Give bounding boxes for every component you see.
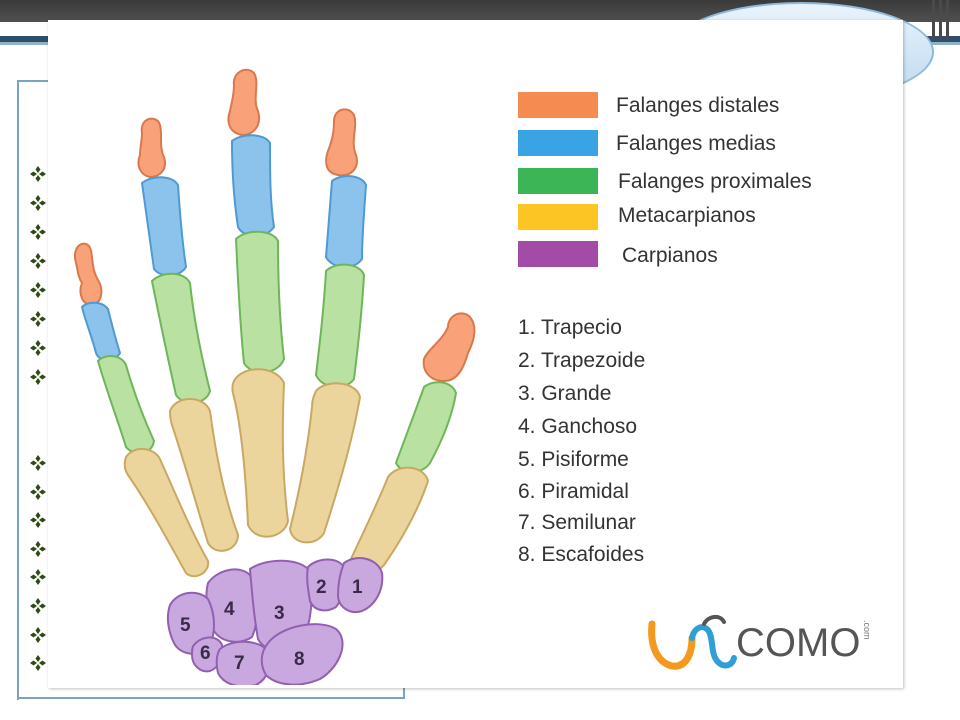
four-diamond-bullet-icon	[30, 627, 46, 643]
bone-proximal	[234, 230, 286, 374]
little-finger	[74, 242, 210, 578]
bone-metacarpal	[348, 466, 430, 574]
carpal-number: 4	[224, 599, 235, 620]
four-diamond-bullet-icon	[30, 541, 46, 557]
carpal-list-item: 4. Ganchoso	[518, 415, 638, 438]
legend-swatch-metacarpal	[518, 204, 598, 230]
four-diamond-bullet-icon	[30, 455, 46, 471]
four-diamond-bullet-icon	[30, 282, 46, 298]
ring-finger	[137, 117, 240, 552]
carpal-bone-lunate	[215, 640, 271, 685]
bone-medial	[230, 134, 276, 237]
bone-proximal	[150, 272, 212, 404]
thumb	[348, 312, 476, 574]
bone-distal	[137, 117, 166, 179]
legend-swatch-carpal	[518, 241, 598, 267]
four-diamond-bullet-icon	[30, 340, 46, 356]
bone-metacarpal	[288, 382, 362, 544]
carpal-number: 3	[274, 603, 285, 624]
bone-medial	[140, 176, 188, 277]
bone-metacarpal	[231, 368, 290, 538]
four-diamond-bullet-icon	[30, 369, 46, 385]
four-diamond-bullet-icon	[30, 484, 46, 500]
bone-medial	[324, 175, 368, 268]
index-finger	[288, 108, 368, 544]
bone-distal	[74, 242, 103, 307]
bone-medial	[80, 301, 122, 362]
carpal-list-item: 8. Escafoides	[518, 543, 645, 566]
four-diamond-bullet-icon	[30, 569, 46, 585]
four-diamond-bullet-icon	[30, 253, 46, 269]
four-diamond-bullet-icon	[30, 311, 46, 327]
hand-bones-diagram: 1 2 3 4 5 6 7 8	[74, 68, 476, 685]
four-diamond-bullet-icon	[30, 655, 46, 671]
carpal-number: 6	[200, 643, 211, 664]
four-diamond-bullet-icon	[30, 512, 46, 528]
four-diamond-bullet-icon	[30, 195, 46, 211]
legend-label: Falanges distales	[616, 94, 780, 117]
bone-metacarpal	[123, 448, 210, 578]
carpal-list-item: 7. Semilunar	[518, 511, 636, 534]
bone-proximal	[314, 263, 366, 388]
four-diamond-bullet-icon	[30, 224, 46, 240]
carpal-number: 2	[316, 577, 327, 598]
four-diamond-bullet-icon	[30, 598, 46, 614]
carpal-list-item: 1. Trapecio	[518, 316, 622, 339]
bone-distal	[227, 68, 260, 137]
carpal-number: 1	[352, 577, 363, 598]
bone-distal	[422, 312, 476, 383]
carpal-list-item: 6. Piramidal	[518, 480, 629, 503]
legend-label: Carpianos	[622, 244, 718, 267]
carpal-list-item: 3. Grande	[518, 382, 612, 405]
carpal-number: 5	[180, 615, 191, 636]
hand-diagram-card: 1 2 3 4 5 6 7 8 Falanges distales Falang…	[48, 20, 903, 688]
legend-label: Falanges proximales	[618, 170, 812, 193]
content-frame-left	[17, 80, 19, 700]
bone-distal	[325, 108, 358, 177]
uncomo-logo: COMO .com	[648, 615, 872, 670]
legend-label: Falanges medias	[616, 132, 776, 155]
bone-proximal	[96, 355, 156, 455]
carpal-bone-triquetrum	[190, 636, 224, 673]
carpal-bone-scaphoid	[260, 623, 344, 685]
carpal-bone-trapezoid	[306, 558, 346, 612]
legend-swatch-proximal	[518, 168, 598, 194]
content-frame-bottom	[17, 697, 405, 699]
bone-metacarpal	[168, 398, 240, 552]
carpal-bone-trapezium	[336, 557, 384, 613]
legend-swatch-distal	[518, 92, 598, 118]
carpal-bones	[166, 557, 384, 685]
carpal-list-item: 5. Pisiforme	[518, 448, 629, 471]
carpal-number: 8	[294, 649, 305, 670]
legend-label: Metacarpianos	[618, 204, 756, 227]
logo-text: COMO	[736, 621, 860, 665]
logo-suffix: .com	[862, 620, 872, 640]
bullet-list	[30, 0, 50, 720]
slide-corner-lines	[932, 0, 956, 40]
four-diamond-bullet-icon	[30, 166, 46, 182]
middle-finger	[227, 68, 290, 538]
bone-proximal	[394, 381, 458, 473]
carpal-number: 7	[234, 653, 245, 674]
carpal-list-item: 2. Trapezoide	[518, 349, 646, 372]
content-frame-top	[17, 80, 57, 82]
legend-swatch-medial	[518, 130, 598, 156]
